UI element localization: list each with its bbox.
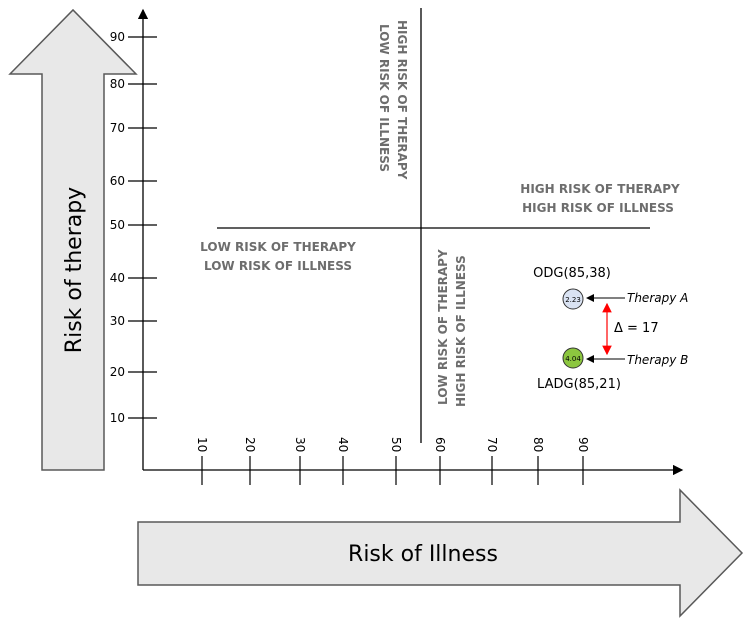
quadrant-top-left-line2: LOW RISK OF ILLNESS [377, 24, 391, 172]
odg-value: 2.23 [565, 296, 581, 304]
odg-point [562, 288, 584, 310]
x-tick-label: 90 [576, 437, 590, 452]
quadrant-bottom-left-line1: LOW RISK OF THERAPY [200, 240, 356, 254]
ladg-label: LADG(85,21) [537, 377, 621, 392]
x-tick-label: 10 [195, 437, 209, 452]
ladg-point [562, 347, 584, 369]
y-tick-label: 90 [110, 30, 125, 44]
x-axis-label: Risk of Illness [348, 542, 498, 567]
y-tick-label: 70 [110, 121, 125, 135]
y-big-arrow-shape [8, 8, 138, 471]
y-axis-label: Risk of therapy [62, 187, 87, 353]
x-big-arrow-shape [137, 488, 744, 618]
quadrant-bottom-right-line2: HIGH RISK OF ILLNESS [454, 255, 468, 407]
x-tick-label: 40 [336, 437, 350, 452]
x-tick-label: 70 [485, 437, 499, 452]
therapy-b-label: Therapy B [627, 353, 688, 367]
y-ticks: 10 20 30 40 50 60 70 80 90 [110, 30, 157, 425]
quadrant-bottom-right-line1: LOW RISK OF THERAPY [436, 249, 450, 405]
ladg-value: 4.04 [565, 355, 581, 363]
quadrant-bottom-left-line2: LOW RISK OF ILLNESS [204, 259, 352, 273]
y-tick-label: 30 [110, 314, 125, 328]
y-tick-label: 50 [110, 218, 125, 232]
odg-label: ODG(85,38) [533, 266, 611, 281]
y-tick-label: 20 [110, 365, 125, 379]
delta-label: Δ = 17 [614, 321, 659, 336]
y-tick-label: 80 [110, 77, 125, 91]
x-ticks: 10 20 30 40 50 60 70 80 90 [195, 437, 590, 485]
y-tick-label: 10 [110, 411, 125, 425]
x-tick-label: 80 [531, 437, 545, 452]
y-tick-label: 40 [110, 271, 125, 285]
x-tick-label: 50 [389, 437, 403, 452]
therapy-a-label: Therapy A [627, 291, 688, 305]
quadrant-top-right-line1: HIGH RISK OF THERAPY [520, 182, 680, 196]
quadrant-top-right-line2: HIGH RISK OF ILLNESS [522, 201, 674, 215]
x-tick-label: 20 [243, 437, 257, 452]
x-tick-label: 60 [433, 437, 447, 452]
y-tick-label: 60 [110, 174, 125, 188]
x-tick-label: 30 [293, 437, 307, 452]
quadrant-top-left-line1: HIGH RISK OF THERAPY [395, 20, 409, 180]
